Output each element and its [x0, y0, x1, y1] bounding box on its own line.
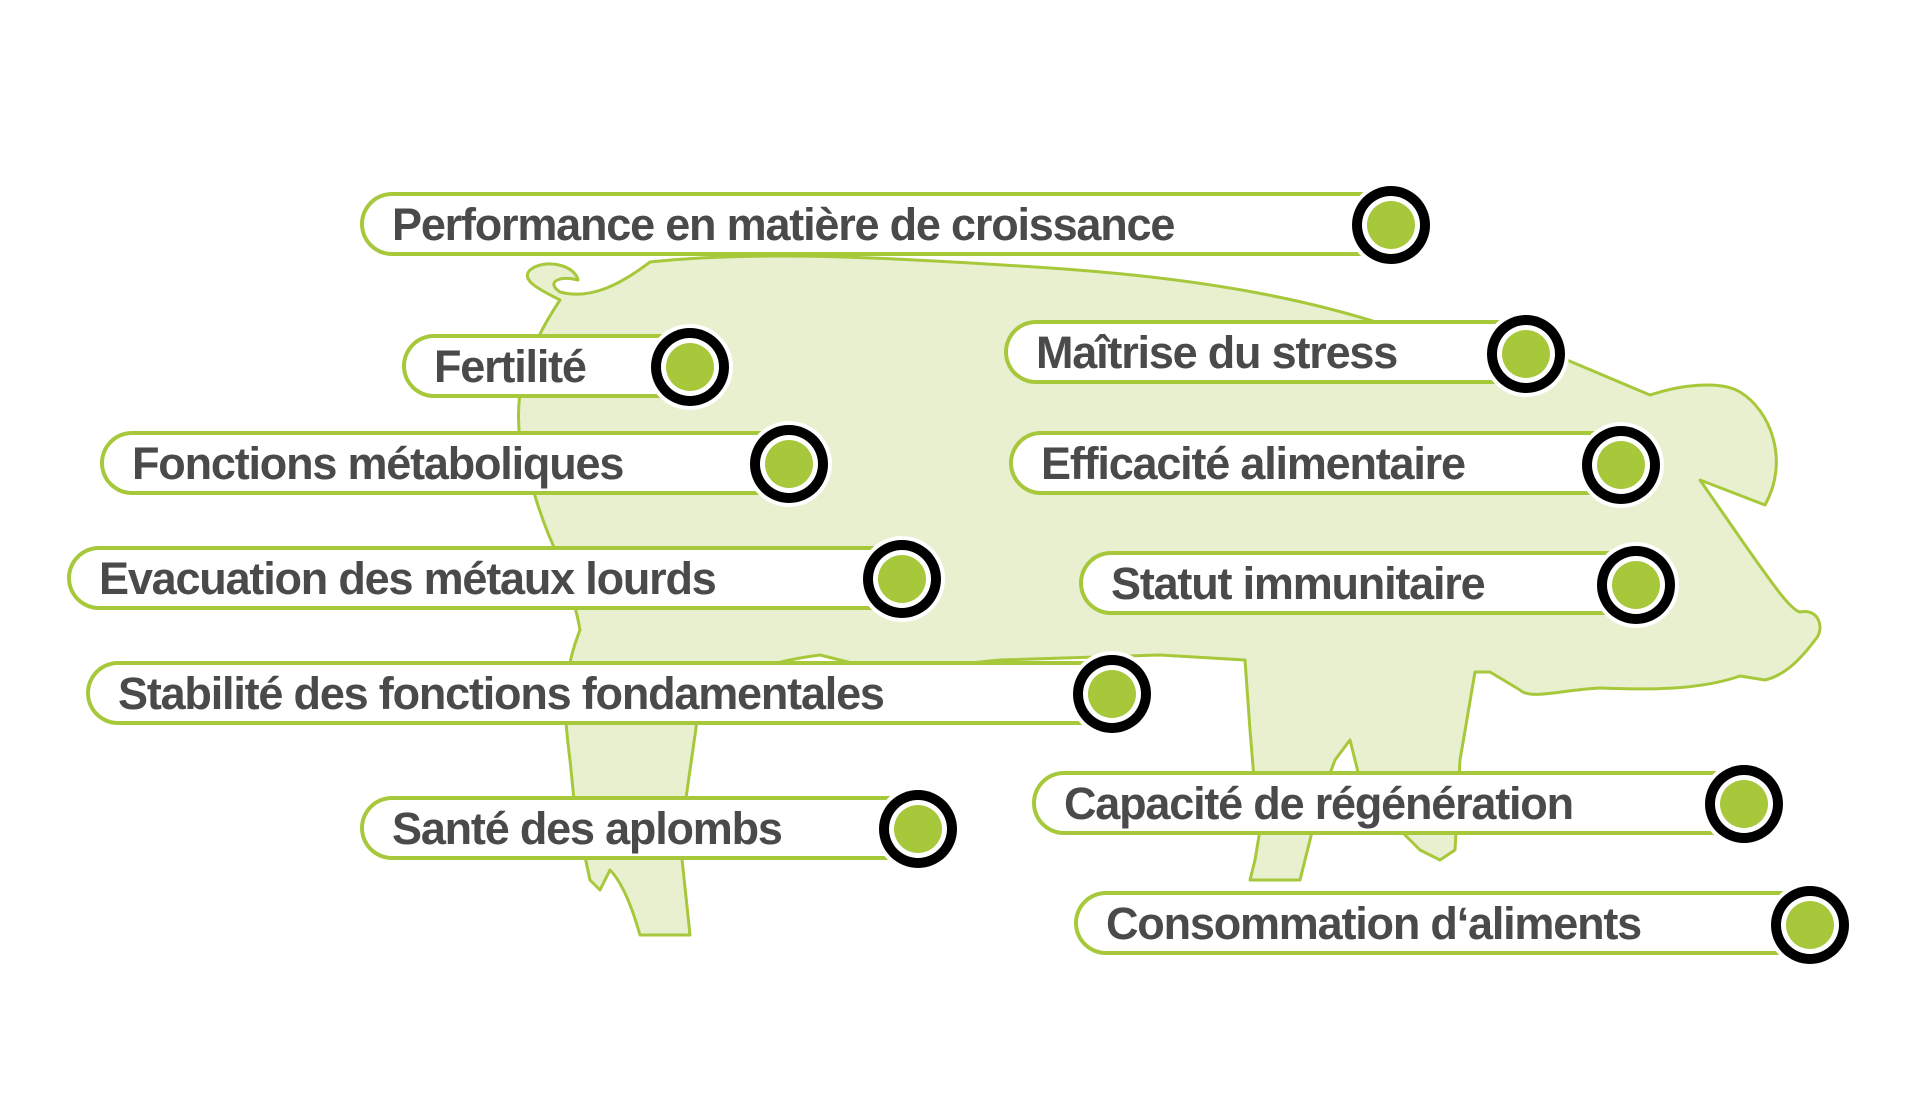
- label-text: Santé des aplombs: [392, 802, 783, 854]
- target-dot-icon: [863, 540, 941, 618]
- label-heavy-metals: Evacuation des métaux lourds: [67, 546, 912, 610]
- label-growth: Performance en matière de croissance: [360, 192, 1400, 256]
- target-dot-icon: [1582, 426, 1660, 504]
- target-dot-icon: [1597, 546, 1675, 624]
- label-text: Capacité de régénération: [1064, 777, 1574, 829]
- label-text: Statut immunitaire: [1111, 557, 1486, 609]
- target-dot-icon: [1352, 186, 1430, 264]
- label-feed-efficiency: Efficacité alimentaire: [1009, 431, 1631, 495]
- label-text: Efficacité alimentaire: [1041, 437, 1466, 489]
- target-dot-icon: [750, 425, 828, 503]
- label-text: Fonctions métaboliques: [132, 437, 624, 489]
- label-text: Fertilité: [434, 340, 587, 392]
- target-dot-icon: [1073, 655, 1151, 733]
- target-dot-icon: [1487, 315, 1565, 393]
- label-feed-intake: Consommation d‘aliments: [1074, 891, 1820, 955]
- label-text: Performance en matière de croissance: [392, 198, 1175, 250]
- label-immune: Statut immunitaire: [1079, 551, 1646, 615]
- label-metabolic: Fonctions métaboliques: [100, 431, 800, 495]
- target-dot-icon: [1771, 886, 1849, 964]
- label-text: Evacuation des métaux lourds: [99, 552, 717, 604]
- label-legs: Santé des aplombs: [360, 796, 928, 860]
- label-text: Consommation d‘aliments: [1106, 897, 1642, 949]
- target-dot-icon: [1705, 765, 1783, 843]
- label-text: Maîtrise du stress: [1036, 326, 1398, 378]
- label-stress: Maîtrise du stress: [1004, 320, 1536, 384]
- label-basic-functions: Stabilité des fonctions fondamentales: [86, 661, 1122, 725]
- target-dot-icon: [651, 328, 729, 406]
- label-text: Stabilité des fonctions fondamentales: [118, 667, 885, 719]
- target-dot-icon: [879, 790, 957, 868]
- label-regeneration: Capacité de régénération: [1032, 771, 1754, 835]
